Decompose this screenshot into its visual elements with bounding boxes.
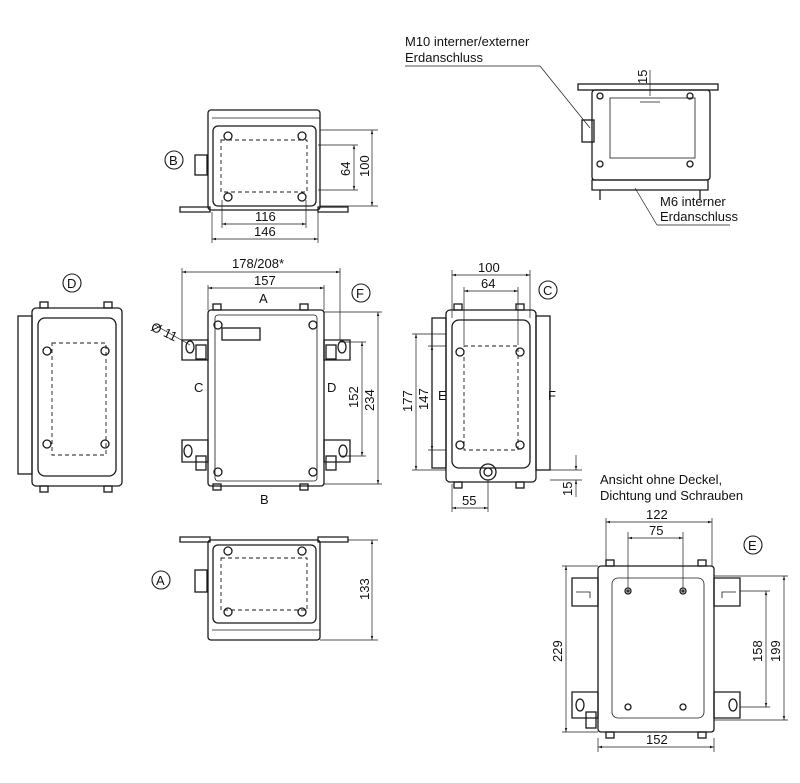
marker-f: F [356,286,364,301]
marker-f-circle [351,283,371,303]
label-ansicht-line1: Ansicht ohne Deckel, [600,472,722,487]
view-f: 178/208* 157 Ø 11 152 234 A B C D F [149,256,382,507]
dim-e-229: 229 [550,640,565,662]
marker-a-circle [151,570,171,590]
marker-c-circle [538,280,558,300]
dim-b-146: 146 [254,224,276,239]
marker-d-circle [62,273,82,293]
brand-plate [221,327,261,341]
dim-f-hole: Ø 11 [149,319,180,344]
label-m6-line1: M6 interner [660,194,726,209]
view-c: 100 64 177 147 E F 15 55 C [400,260,582,512]
view-grounding-detail: 15 M10 interner/externer Erdanschluss M6… [405,34,739,226]
dim-f-157: 157 [254,273,276,288]
dim-e-122: 122 [646,507,668,522]
side-letter-e: E [438,388,447,403]
dim-c-64: 64 [481,276,495,291]
label-ansicht-line2: Dichtung und Schrauben [600,488,743,503]
dim-c-55: 55 [462,493,476,508]
view-e: Ansicht ohne Deckel, Dichtung und Schrau… [550,472,788,752]
marker-b-circle [164,150,184,170]
view-d: D [17,273,123,493]
side-letter-f: F [548,388,556,403]
view-a: 133 A [151,536,378,641]
dim-e-75: 75 [649,523,663,538]
dim-e-158: 158 [750,640,765,662]
dim-top-15: 15 [635,70,650,84]
dim-a-133: 133 [357,578,372,600]
dim-c-100: 100 [478,260,500,275]
marker-b: B [169,153,178,168]
dim-c-177: 177 [400,390,415,412]
view-b: 64 100 116 146 B [164,109,378,243]
dim-b-64: 64 [338,162,353,176]
dim-b-100: 100 [357,155,372,177]
dim-e-152: 152 [646,732,668,747]
label-m10-line2: Erdanschluss [405,50,484,65]
dim-c-147: 147 [416,388,431,410]
dim-f-152: 152 [346,386,361,408]
side-letter-c: C [194,380,203,395]
marker-e-circle [743,535,763,555]
side-letter-d: D [327,380,336,395]
marker-a: A [156,573,165,588]
marker-d: D [67,276,76,291]
side-letter-b: B [260,492,269,507]
marker-e: E [748,538,757,553]
dim-b-116: 116 [255,209,276,224]
marker-c: C [543,283,552,298]
dim-f-234: 234 [362,389,377,411]
dim-c-15: 15 [560,482,575,496]
dim-e-199: 199 [768,640,783,662]
dim-f-178-208: 178/208* [232,256,284,271]
label-m6-line2: Erdanschluss [660,209,739,224]
side-letter-a: A [259,291,268,306]
label-m10-line1: M10 interner/externer [405,34,530,49]
